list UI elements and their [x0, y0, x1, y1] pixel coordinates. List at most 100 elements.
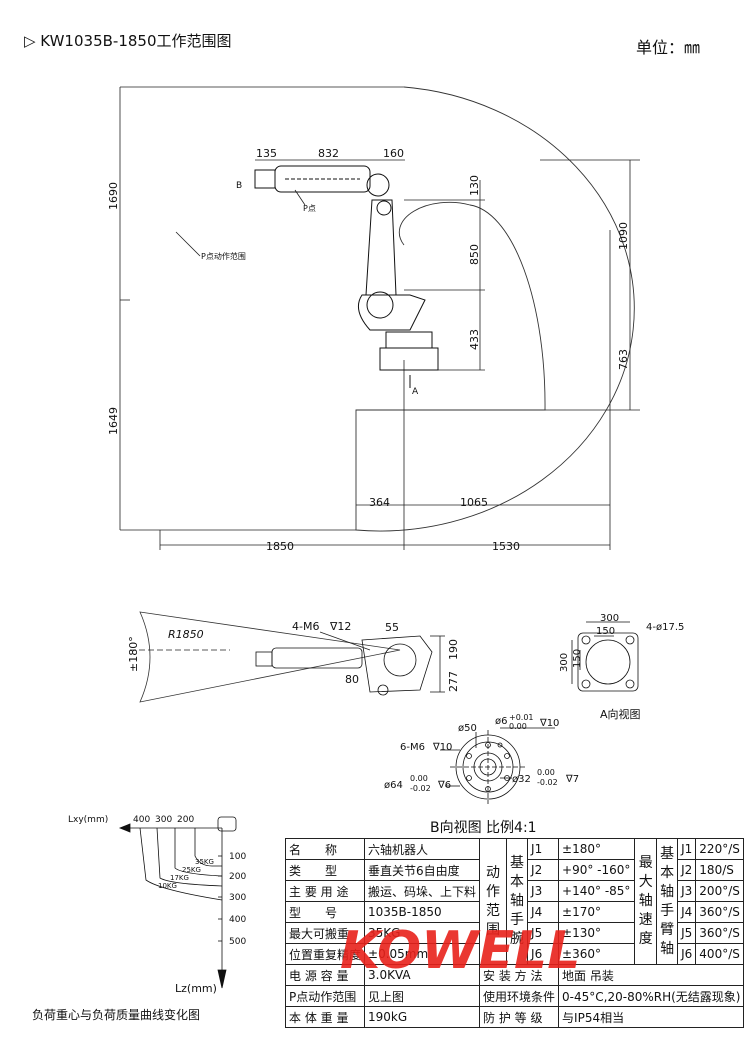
spec-speed-j1: J1 — [677, 838, 697, 860]
dim-850: 850 — [468, 244, 481, 265]
spec-type-value: 垂直关节6自由度 — [364, 859, 481, 881]
spec-speed-j2-value: 180/S — [695, 859, 744, 881]
dim-277: 277 — [447, 671, 460, 692]
a-dim-300-left: 300 — [559, 653, 570, 672]
dim-1690: 1690 — [107, 182, 120, 210]
unit-label: 单位：㎜ — [635, 38, 700, 57]
spec-motion-j2: J2 — [527, 859, 560, 881]
spec-env-value: 0-45°C,20-80%RH(无结露现象) — [558, 985, 744, 1007]
spec-speed-j1-value: 220°/S — [695, 838, 744, 860]
spec-name-label: 名 称 — [284, 838, 366, 860]
robot-top-view — [130, 611, 445, 703]
spec-weight-label: 本 体 重 量 — [284, 1006, 366, 1028]
spec-motion-j5-value: ±130° — [558, 922, 636, 944]
spec-protect-label: 防 护 等 级 — [479, 1006, 560, 1028]
spec-env-label: 使用环境条件 — [479, 985, 560, 1007]
b-view-flange — [440, 727, 555, 804]
curve-10kg: 10KG — [158, 882, 177, 890]
dim-135: 135 — [256, 147, 277, 160]
spec-speed-j4: J4 — [677, 901, 697, 923]
b-d50: ø50 — [458, 723, 477, 734]
spec-weight-value: 190kG — [364, 1006, 481, 1028]
dim-433: 433 — [468, 329, 481, 350]
spec-motion-j2-value: +90° -160° — [558, 859, 636, 881]
dim-1850: 1850 — [266, 540, 294, 553]
spec-protect-value: 与IP54相当 — [558, 1006, 744, 1028]
lz-label: Lz(mm) — [175, 982, 217, 995]
spec-type-label: 类 型 — [284, 859, 366, 881]
b-d32-depth: ∇7 — [565, 774, 579, 785]
b-m6-depth: ∇10 — [432, 742, 452, 753]
m6-label: 4-M6 — [292, 620, 319, 633]
label-b: B — [236, 181, 242, 191]
spec-payload-label: 最大可搬重 — [284, 922, 366, 944]
spec-table: 名 称 六轴机器人 动作范围 基本轴手腕 J1 ±180° 最大轴速度 基本轴手… — [284, 838, 744, 1028]
dim-1649: 1649 — [107, 407, 120, 435]
dim-80: 80 — [345, 673, 359, 686]
spec-motion-j1: J1 — [527, 838, 560, 860]
a-dim-300-top: 300 — [600, 613, 619, 624]
a-view-caption: A向视图 — [600, 708, 641, 721]
b-d32-tol-low: -0.02 — [537, 778, 558, 787]
b-d64-depth: ∇6 — [437, 780, 451, 791]
angle-label: ±180° — [127, 636, 140, 672]
a-dim-150-left: 150 — [572, 649, 583, 668]
label-p-range: P点动作范围 — [201, 251, 246, 261]
spec-speed-j3-value: 200°/S — [695, 880, 744, 902]
spec-range-label: P点动作范围 — [284, 985, 366, 1007]
lxy-label: Lxy(mm) — [68, 815, 108, 825]
b-d6-tol-low: 0.00 — [509, 722, 527, 731]
a-holes: 4-ø17.5 — [646, 622, 684, 633]
dim-1065: 1065 — [460, 496, 488, 509]
x-tick-400: 400 — [133, 815, 150, 825]
curve-25kg: 25KG — [182, 866, 201, 874]
spec-speed-j4-value: 360°/S — [695, 901, 744, 923]
spec-motion-j3: J3 — [527, 880, 560, 902]
spec-speed-j6-value: 400°/S — [695, 943, 744, 965]
spec-use-label: 主 要 用 途 — [284, 880, 366, 902]
dim-190: 190 — [447, 639, 460, 660]
b-d32-tol-up: 0.00 — [537, 768, 555, 777]
spec-speed-j2: J2 — [677, 859, 697, 881]
dim-130: 130 — [468, 175, 481, 196]
load-chart-caption: 负荷重心与负荷质量曲线变化图 — [32, 1008, 201, 1022]
b-d6: ø6 — [495, 716, 507, 727]
spec-speed-label: 最大轴速度 — [634, 838, 658, 965]
x-tick-300: 300 — [155, 815, 172, 825]
dim-832: 832 — [318, 147, 339, 160]
y-tick-200: 200 — [229, 872, 246, 882]
a-dim-150-top: 150 — [596, 626, 615, 637]
spec-speed-j5: J5 — [677, 922, 697, 944]
spec-model-value: 1035B-1850 — [364, 901, 481, 923]
b-d6-tol-up: +0.01 — [509, 713, 534, 722]
dim-763: 763 — [617, 349, 630, 370]
kowell-logo: KOWELL — [340, 921, 580, 981]
dim-1530: 1530 — [492, 540, 520, 553]
spec-speed-j3: J3 — [677, 880, 697, 902]
depth-label: ∇12 — [329, 620, 351, 633]
dim-55: 55 — [385, 621, 399, 634]
drawing-canvas: 135 832 160 B P点 P点动作范围 A 364 1065 1850 … — [68, 86, 684, 995]
radius-label: R1850 — [168, 628, 204, 641]
spec-name-value: 六轴机器人 — [364, 838, 481, 860]
robot-side-view — [254, 165, 439, 388]
y-tick-100: 100 — [229, 852, 246, 862]
y-tick-400: 400 — [229, 915, 246, 925]
b-d6-depth: ∇10 — [539, 718, 559, 729]
b-d32: ø32 — [512, 774, 531, 785]
spec-model-label: 型 号 — [284, 901, 366, 923]
y-tick-300: 300 — [229, 893, 246, 903]
b-d64-tol-low: -0.02 — [410, 784, 431, 793]
logo-text: KOWELL — [340, 921, 580, 981]
spec-range-value: 见上图 — [364, 985, 481, 1007]
load-chart — [118, 816, 237, 989]
b-d64-tol-up: 0.00 — [410, 774, 428, 783]
spec-speed-axis-label: 基本轴手臂轴 — [656, 838, 679, 965]
dim-364: 364 — [369, 496, 390, 509]
spec-motion-j1-value: ±180° — [558, 838, 636, 860]
curve-17kg: 17KG — [170, 874, 189, 882]
dim-160: 160 — [383, 147, 404, 160]
dim-1090: 1090 — [617, 222, 630, 250]
a-view — [571, 621, 639, 692]
y-tick-500: 500 — [229, 937, 246, 947]
